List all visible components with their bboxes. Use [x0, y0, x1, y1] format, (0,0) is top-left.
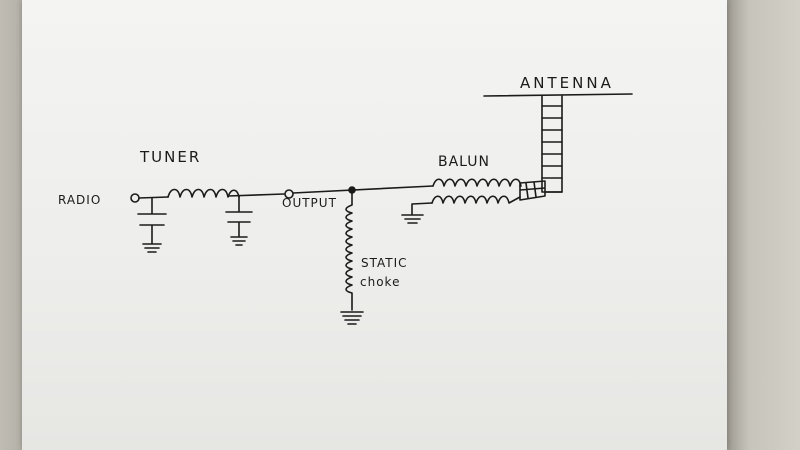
static-label: STATIC [361, 256, 408, 270]
antenna-dipole [483, 93, 633, 97]
tuner-inductor [167, 188, 240, 198]
balun-label: BALUN [438, 154, 491, 170]
desk-edge [727, 0, 800, 450]
tuner-capacitor-2 [225, 195, 253, 246]
tuner-capacitor-1 [137, 197, 167, 253]
antenna-label: ANTENNA [520, 74, 614, 92]
balun-coil-bottom [431, 195, 521, 204]
balun-coil-top [432, 178, 522, 187]
output-label: OUTPUT [282, 196, 337, 210]
balun-junction [519, 180, 546, 201]
output-terminal [284, 189, 294, 199]
tuner-label: TUNER [140, 148, 202, 166]
static-choke [345, 189, 353, 311]
feed-line [292, 185, 434, 194]
radio-terminal [130, 193, 140, 203]
radio-label: RADIO [58, 193, 102, 207]
ladder-rungs [541, 105, 563, 179]
choke-label: choke [360, 275, 401, 289]
choke-ground [340, 311, 364, 325]
input-wire [138, 196, 169, 199]
tuner-wire [227, 193, 285, 197]
balun-ground [401, 202, 433, 224]
